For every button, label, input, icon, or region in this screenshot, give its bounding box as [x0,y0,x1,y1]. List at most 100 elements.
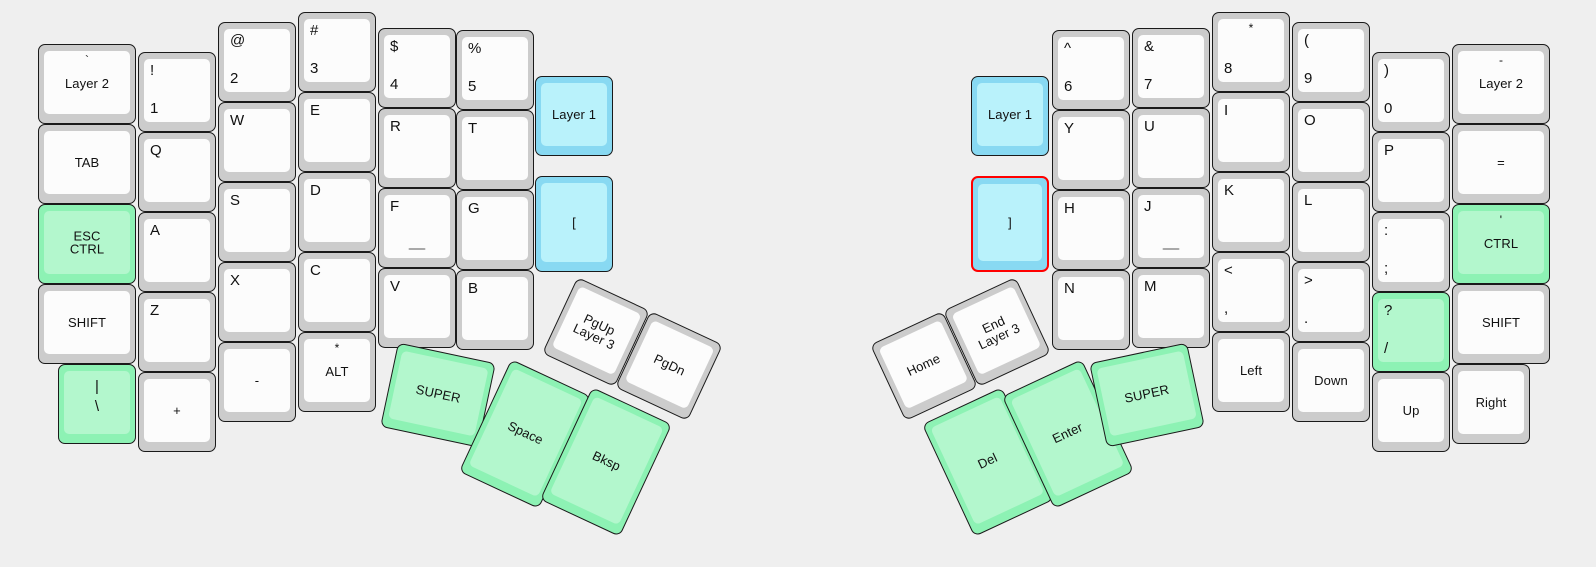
key-r-c4-r4[interactable]: Down [1292,342,1370,422]
key-l-c3-r2[interactable]: D [298,172,376,252]
key-l-c1-r3[interactable]: Z [138,292,216,372]
key-r-c1-r2[interactable]: H [1052,190,1130,270]
keycap: $4 [384,35,450,98]
key-r-c2-r2[interactable]: J [1132,188,1210,268]
key-legend-shifted: ` [84,53,90,67]
key-legend-base: 5 [468,78,477,96]
key-legend-base: P [1384,142,1395,159]
keycap: @2 [224,29,290,92]
key-r-c5-r2[interactable]: :; [1372,212,1450,292]
key-r-c6-r2[interactable]: 'CTRL [1452,204,1550,284]
key-legend-base: Y [1064,120,1075,137]
keycap: O [1298,109,1364,172]
key-l-c2-r0[interactable]: @2 [218,22,296,102]
keycap: W [224,109,290,172]
key-r-c4-r1[interactable]: O [1292,102,1370,182]
key-r-c3-r0[interactable]: *8 [1212,12,1290,92]
key-l-c1-r4[interactable]: + [138,372,216,452]
key-r-c5-r1[interactable]: P [1372,132,1450,212]
key-l-c0-r1[interactable]: TAB [38,124,136,204]
key-l-c3-r4[interactable]: *ALT [298,332,376,412]
keycap: = [1458,131,1544,194]
keycap: *ALT [304,339,370,402]
keycap: <, [1218,259,1284,322]
keycap: J [1138,195,1204,258]
key-legend-base: PgDn [651,350,688,379]
key-l-c6-r1[interactable]: [ [535,176,613,272]
keycap: R [384,115,450,178]
keycap: N [1058,277,1124,340]
key-l-c2-r3[interactable]: X [218,262,296,342]
key-l-c0-r4[interactable]: |\ [58,364,136,444]
key-l-c4-r0[interactable]: $4 [378,28,456,108]
key-l-c0-r0[interactable]: ` Layer 2 [38,44,136,124]
key-l-c5-r2[interactable]: G [456,190,534,270]
key-l-c1-r2[interactable]: A [138,212,216,292]
key-legend-base: 8 [1224,60,1233,78]
keycap: >. [1298,269,1364,332]
key-r-c1-r0[interactable]: ^6 [1052,30,1130,110]
key-l-c4-r2[interactable]: F [378,188,456,268]
keycap: + [144,379,210,442]
keycap: U [1138,115,1204,178]
key-legend-base: S [230,192,241,209]
key-legend-shifted: < [1224,262,1233,279]
keycap: ?/ [1378,299,1444,362]
key-r-c6-r0[interactable]: -Layer 2 [1452,44,1550,124]
key-l-c1-r1[interactable]: Q [138,132,216,212]
key-l-c3-r1[interactable]: E [298,92,376,172]
key-l-c5-r3[interactable]: B [456,270,534,350]
key-l-c2-r4[interactable]: - [218,342,296,422]
key-r-c2-r3[interactable]: M [1132,268,1210,348]
key-r-c6-r4[interactable]: Right [1452,364,1530,444]
key-legend-base: K [1224,182,1235,199]
key-r-c5-r0[interactable]: )0 [1372,52,1450,132]
key-r-c2-r1[interactable]: U [1132,108,1210,188]
key-r-c1-r3[interactable]: N [1052,270,1130,350]
key-l-c5-r1[interactable]: T [456,110,534,190]
key-r-c5-r4[interactable]: Up [1372,372,1450,452]
key-r-c4-r2[interactable]: L [1292,182,1370,262]
key-l-c4-r3[interactable]: V [378,268,456,348]
keycap: SHIFT [1458,291,1544,354]
keycap: %5 [462,37,528,100]
key-legend-base: - [254,372,260,388]
key-l-c2-r1[interactable]: W [218,102,296,182]
key-l-c0-r2[interactable]: ESC CTRL [38,204,136,284]
thumb-key-r-t-super[interactable]: SUPER [1089,342,1205,448]
key-l-c5-r0[interactable]: %5 [456,30,534,110]
key-r-c5-r3[interactable]: ?/ [1372,292,1450,372]
key-l-c4-r1[interactable]: R [378,108,456,188]
keycap: ^6 [1058,37,1124,100]
keycap: F [384,195,450,258]
key-r-c2-r0[interactable]: &7 [1132,28,1210,108]
key-l-c2-r2[interactable]: S [218,182,296,262]
key-legend-base: T [468,120,478,137]
key-r-c1-r1[interactable]: Y [1052,110,1130,190]
key-l-c1-r0[interactable]: !1 [138,52,216,132]
key-r-c0-r1[interactable]: ] [971,176,1049,272]
key-l-c3-r0[interactable]: #3 [298,12,376,92]
key-r-c3-r3[interactable]: <, [1212,252,1290,332]
key-r-c0-r0[interactable]: Layer 1 [971,76,1049,156]
keycap: Up [1378,379,1444,442]
key-r-c3-r1[interactable]: I [1212,92,1290,172]
key-legend-base: + [173,402,181,418]
key-r-c6-r1[interactable]: = [1452,124,1550,204]
key-r-c3-r4[interactable]: Left [1212,332,1290,412]
key-legend-base: Layer 2 [64,75,110,91]
key-r-c6-r3[interactable]: SHIFT [1452,284,1550,364]
key-legend-shifted: * [1248,21,1254,35]
key-legend-base: 1 [150,100,159,118]
key-l-c3-r3[interactable]: C [298,252,376,332]
key-legend-base: SHIFT [1481,314,1521,330]
key-l-c0-r3[interactable]: SHIFT [38,284,136,364]
key-l-c6-r0[interactable]: Layer 1 [535,76,613,156]
keycap: H [1058,197,1124,260]
keycap: -Layer 2 [1458,51,1544,114]
key-r-c4-r0[interactable]: (9 [1292,22,1370,102]
key-legend-base: N [1064,280,1075,297]
key-r-c3-r2[interactable]: K [1212,172,1290,252]
key-r-c4-r3[interactable]: >. [1292,262,1370,342]
